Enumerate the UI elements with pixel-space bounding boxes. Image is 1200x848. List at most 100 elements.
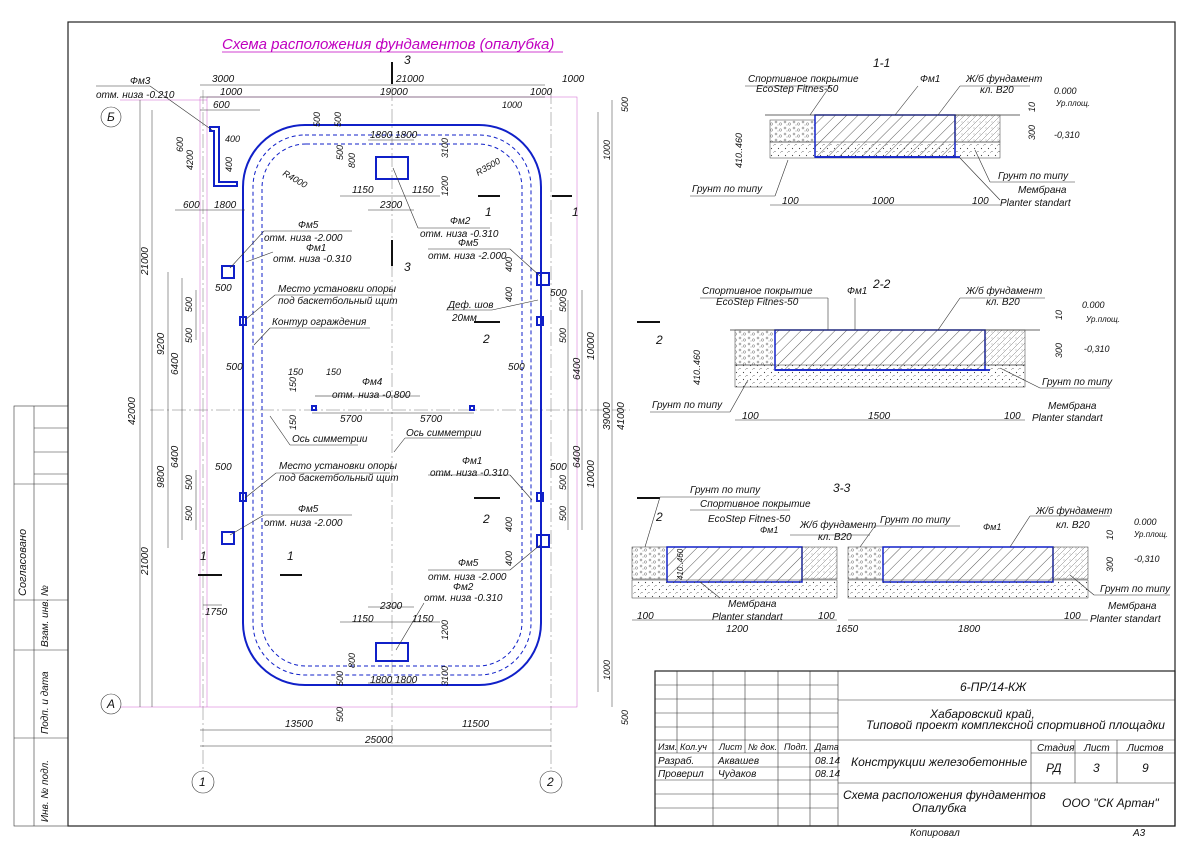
stage-value: РД <box>1046 761 1062 775</box>
svg-text:Проверил: Проверил <box>658 769 704 780</box>
svg-text:100: 100 <box>818 611 835 622</box>
svg-text:отм. низа -0.800: отм. низа -0.800 <box>332 390 411 401</box>
svg-text:Лист: Лист <box>718 742 743 752</box>
svg-text:600: 600 <box>175 137 185 152</box>
svg-text:1: 1 <box>485 205 492 219</box>
svg-text:1000: 1000 <box>220 87 243 98</box>
svg-text:отм. низа -2.000: отм. низа -2.000 <box>428 251 507 262</box>
svg-text:500: 500 <box>620 97 630 112</box>
fm2-bottom-pad <box>375 642 409 662</box>
svg-text:600: 600 <box>183 200 200 211</box>
svg-text:800: 800 <box>347 653 357 668</box>
svg-text:19000: 19000 <box>380 87 408 98</box>
court-contour <box>242 124 542 686</box>
svg-text:Фм5: Фм5 <box>298 220 319 231</box>
svg-text:Фм1: Фм1 <box>983 522 1001 532</box>
section-1-1-title: 1-1 <box>873 56 890 70</box>
post-left-top <box>239 316 247 326</box>
svg-text:отм. низа -0.310: отм. низа -0.310 <box>430 468 509 479</box>
svg-text:10: 10 <box>1054 310 1064 320</box>
svg-text:13500: 13500 <box>285 719 313 730</box>
svg-text:1500: 1500 <box>868 411 891 422</box>
svg-text:21000: 21000 <box>395 74 424 85</box>
svg-text:отм. низа -2.000: отм. низа -2.000 <box>264 233 343 244</box>
svg-text:10: 10 <box>1105 530 1115 540</box>
axis-bubble-1 <box>191 770 215 794</box>
svg-text:Грунт по типу: Грунт по типу <box>1042 377 1113 388</box>
svg-text:Фм1: Фм1 <box>760 525 778 535</box>
svg-text:1: 1 <box>572 205 579 219</box>
svg-text:150: 150 <box>288 377 298 392</box>
section-2-2: 2-2 Спортивное покрытие EcoStep Fitnes-5… <box>650 277 1120 424</box>
svg-text:Мембрана: Мембрана <box>1108 600 1157 612</box>
svg-text:Грунт по типу: Грунт по типу <box>1100 584 1171 595</box>
svg-text:Спортивное покрытие: Спортивное покрытие <box>702 286 813 297</box>
svg-text:Ось симметрии: Ось симметрии <box>406 428 482 439</box>
svg-text:1200: 1200 <box>440 176 450 196</box>
svg-text:500: 500 <box>620 710 630 725</box>
axis-bubble-2 <box>539 770 563 794</box>
fm4-pad-left <box>311 405 317 411</box>
svg-text:11500: 11500 <box>462 719 490 730</box>
svg-text:Место установки опоры: Место установки опоры <box>279 461 398 472</box>
svg-text:39000: 39000 <box>602 402 613 430</box>
svg-text:10000: 10000 <box>586 460 597 488</box>
svg-text:Ж/б фундамент: Ж/б фундамент <box>1035 505 1112 517</box>
svg-text:1800: 1800 <box>395 675 418 686</box>
svg-text:Разраб.: Разраб. <box>658 755 694 767</box>
svg-text:кл. В20: кл. В20 <box>986 297 1020 308</box>
svg-text:1000: 1000 <box>602 660 612 680</box>
drawing-code: 6-ПР/14-КЖ <box>960 680 1027 694</box>
svg-text:Planter standart: Planter standart <box>1032 413 1104 424</box>
svg-text:500: 500 <box>550 462 567 473</box>
svg-text:R4000: R4000 <box>281 168 309 190</box>
svg-text:Ур.площ.: Ур.площ. <box>1055 99 1090 108</box>
svg-text:Грунт по типу: Грунт по типу <box>690 485 761 496</box>
svg-text:6400: 6400 <box>170 352 181 375</box>
sheets-total: 9 <box>1142 761 1149 775</box>
svg-text:Спортивное покрытие: Спортивное покрытие <box>748 74 859 85</box>
svg-text:100: 100 <box>1064 611 1081 622</box>
svg-text:А3: А3 <box>1132 828 1146 839</box>
svg-text:Чудаков: Чудаков <box>718 769 756 780</box>
svg-text:21000: 21000 <box>140 247 151 276</box>
svg-text:Опалубка: Опалубка <box>912 801 967 815</box>
svg-text:500: 500 <box>226 362 243 373</box>
svg-text:Б: Б <box>107 110 115 124</box>
svg-text:3000: 3000 <box>212 74 235 85</box>
svg-text:Контур ограждения: Контур ограждения <box>272 317 367 328</box>
svg-text:2: 2 <box>655 333 663 347</box>
svg-text:Аквашев: Аквашев <box>717 756 759 767</box>
svg-text:100: 100 <box>782 196 799 207</box>
svg-text:410..460: 410..460 <box>676 548 685 580</box>
svg-text:2: 2 <box>655 510 663 524</box>
svg-text:отм. низа -2.000: отм. низа -2.000 <box>428 572 507 583</box>
svg-text:1: 1 <box>199 775 206 789</box>
svg-text:0.000: 0.000 <box>1134 517 1157 527</box>
svg-text:1000: 1000 <box>502 100 522 110</box>
svg-text:500: 500 <box>550 288 567 299</box>
sheet-number: 3 <box>1093 761 1100 775</box>
svg-text:Листов: Листов <box>1126 743 1163 754</box>
post-right-top <box>536 316 544 326</box>
svg-text:Конструкции железобетонные: Конструкции железобетонные <box>851 755 1028 769</box>
svg-text:08.14: 08.14 <box>815 756 840 767</box>
section-3-3-footing-right <box>882 546 1054 583</box>
svg-text:1200: 1200 <box>726 624 749 635</box>
svg-text:кл. В20: кл. В20 <box>1056 520 1090 531</box>
svg-text:0.000: 0.000 <box>1054 86 1077 96</box>
svg-text:100: 100 <box>637 611 654 622</box>
svg-text:500: 500 <box>508 362 525 373</box>
svg-text:Фм2: Фм2 <box>450 216 471 227</box>
svg-text:отм. низа -0.310: отм. низа -0.310 <box>273 254 352 265</box>
svg-text:Лист: Лист <box>1083 743 1110 754</box>
svg-text:-0,310: -0,310 <box>1054 130 1080 140</box>
svg-text:Фм5: Фм5 <box>298 504 319 515</box>
svg-text:1150: 1150 <box>412 185 434 196</box>
fm4-pad-right <box>469 405 475 411</box>
svg-text:500: 500 <box>184 506 194 521</box>
fm5-pad-tr <box>536 272 550 286</box>
svg-text:2300: 2300 <box>379 601 403 612</box>
